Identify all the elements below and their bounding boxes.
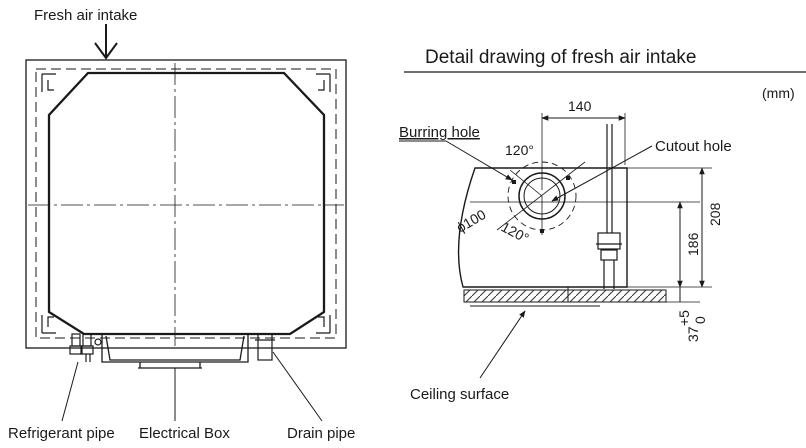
unit-plan-view: Fresh air intake (8, 7, 355, 442)
tolerance-plus: +5 (676, 310, 692, 326)
ceiling-surface-leader (479, 310, 526, 379)
cutout-hole-leader (551, 145, 653, 202)
electrical-box-label: Electrical Box (139, 425, 230, 442)
fresh-air-arrow-icon (94, 24, 118, 60)
detail-title: Detail drawing of fresh air intake (425, 47, 696, 68)
drain-pipe-leader (272, 351, 323, 422)
refrigerant-pipe-fittings (69, 333, 102, 362)
unit-body-outline (47, 71, 326, 336)
outer-panel (25, 59, 347, 349)
cutout-hole-label: Cutout hole (655, 138, 732, 155)
dashed-boundary (35, 68, 337, 339)
dimension-208: 208 (707, 202, 723, 226)
diameter-label: ϕ100 (454, 206, 489, 236)
dimension-37: 37 (685, 326, 701, 342)
refrigerant-pipe-label: Refrigerant pipe (8, 425, 115, 442)
hole-angle-line-a (509, 169, 543, 197)
ceiling-hatch (463, 289, 667, 303)
refrigerant-pipe-leader (61, 361, 79, 422)
fresh-air-intake-label: Fresh air intake (34, 7, 137, 24)
tolerance-zero: 0 (692, 316, 708, 324)
corner-brackets (41, 73, 331, 334)
angle-top-label: 120° (505, 142, 534, 158)
burring-hole-leader (445, 140, 513, 181)
angle-bottom-label: 120° (499, 219, 532, 247)
burring-hole-label: Burring hole (399, 124, 480, 141)
ceiling-surface-label: Ceiling surface (410, 386, 509, 403)
hole-screw-marks (512, 176, 570, 233)
detail-drawing: Detail drawing of fresh air intake (mm) … (399, 47, 806, 403)
dimension-186: 186 (685, 232, 701, 256)
detail-body-outline (457, 167, 628, 288)
electrical-box (101, 334, 249, 369)
drain-pipe-label: Drain pipe (287, 425, 355, 442)
dimension-140: 140 (568, 98, 592, 114)
unit-label: (mm) (762, 85, 795, 101)
drain-pipe (255, 333, 275, 361)
hanger-bracket (596, 124, 622, 289)
hole-diameter-line (496, 161, 586, 231)
